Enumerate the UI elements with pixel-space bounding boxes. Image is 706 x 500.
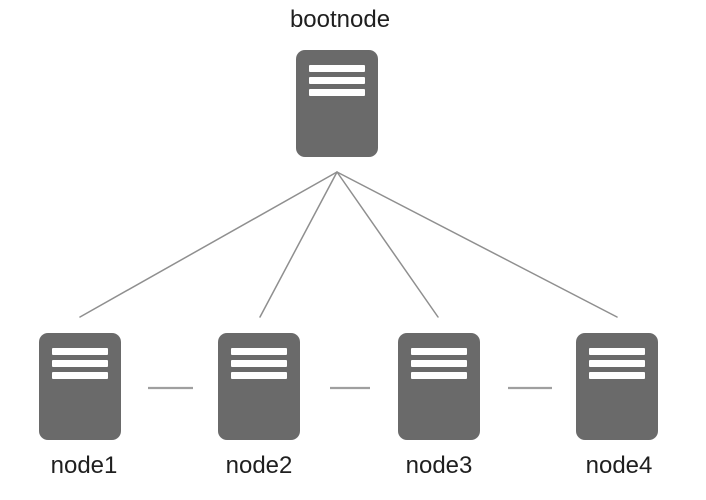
server-icon-bootnode — [296, 50, 378, 157]
server-icon-node4 — [576, 333, 658, 440]
bootnode-label: bootnode — [289, 6, 391, 33]
server-slat — [231, 360, 287, 367]
server-slat — [309, 77, 365, 84]
server-slat — [411, 348, 467, 355]
server-slat — [411, 372, 467, 379]
node1-label: node1 — [50, 452, 118, 479]
server-icon-node1 — [39, 333, 121, 440]
server-slat — [52, 372, 108, 379]
server-slat — [52, 348, 108, 355]
server-slat — [231, 348, 287, 355]
server-slat — [52, 360, 108, 367]
server-icon-node3 — [398, 333, 480, 440]
node2-label: node2 — [225, 452, 293, 479]
edge-bootnode-node4 — [336, 171, 618, 318]
node4-label: node4 — [585, 452, 653, 479]
server-slat — [231, 372, 287, 379]
edge-bootnode-node1 — [79, 171, 338, 318]
node3-label: node3 — [405, 452, 473, 479]
server-slat — [589, 372, 645, 379]
edge-bootnode-node2 — [259, 171, 338, 318]
server-icon-node2 — [218, 333, 300, 440]
server-slat — [309, 89, 365, 96]
server-slat — [589, 360, 645, 367]
server-slat — [589, 348, 645, 355]
server-slat — [411, 360, 467, 367]
server-slat — [309, 65, 365, 72]
edge-bootnode-node3 — [336, 171, 439, 318]
